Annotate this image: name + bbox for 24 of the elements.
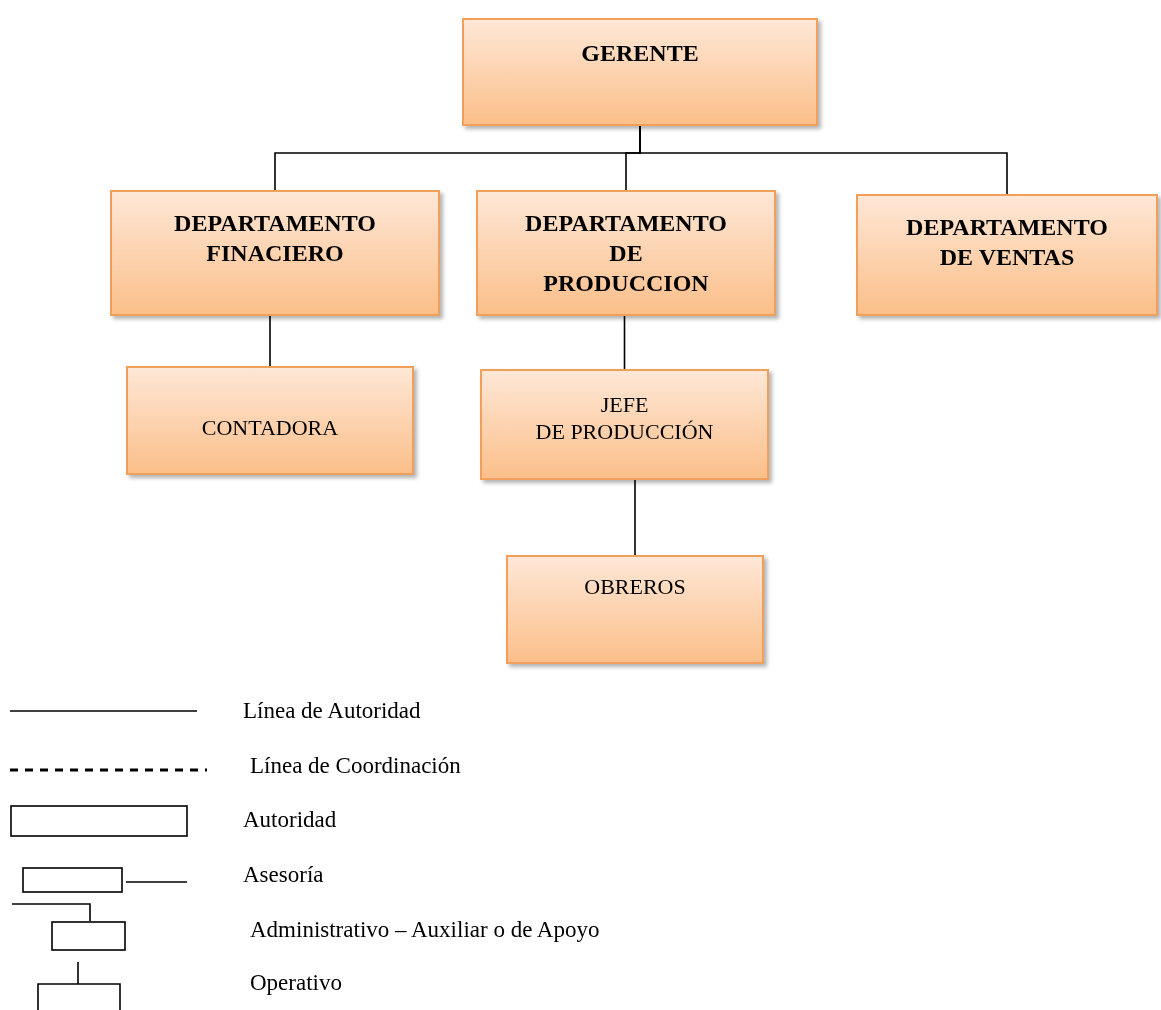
org-box <box>126 366 414 475</box>
legend-label: Línea de Autoridad <box>243 697 421 725</box>
legend-label: Administrativo – Auxiliar o de Apoyo <box>250 916 600 944</box>
unit-title: DEPARTAMENTO DE PRODUCCION <box>525 209 727 298</box>
org-box <box>476 190 776 316</box>
org-box <box>480 369 769 480</box>
org-box <box>856 194 1158 316</box>
connector-line <box>623 315 626 370</box>
org-box <box>110 190 440 316</box>
position-title: CONTADORA <box>201 414 339 441</box>
legend-label: Asesoría <box>243 861 324 889</box>
connector-line <box>269 315 271 367</box>
legend-label: Operativo <box>250 969 342 997</box>
org-box <box>506 555 764 664</box>
legend-label: Línea de Coordinación <box>250 752 461 780</box>
connector-line <box>639 125 1008 195</box>
org-box <box>462 18 818 126</box>
unit-title: GERENTE <box>581 39 699 68</box>
position-title: JEFE DE PRODUCCIÓN <box>535 391 714 445</box>
legend-label: Autoridad <box>243 806 337 834</box>
unit-title: DEPARTAMENTO FINACIERO <box>174 209 376 268</box>
unit-title: DEPARTAMENTO DE VENTAS <box>906 213 1108 272</box>
position-title: OBREROS <box>584 573 686 600</box>
connector-line <box>634 479 636 556</box>
